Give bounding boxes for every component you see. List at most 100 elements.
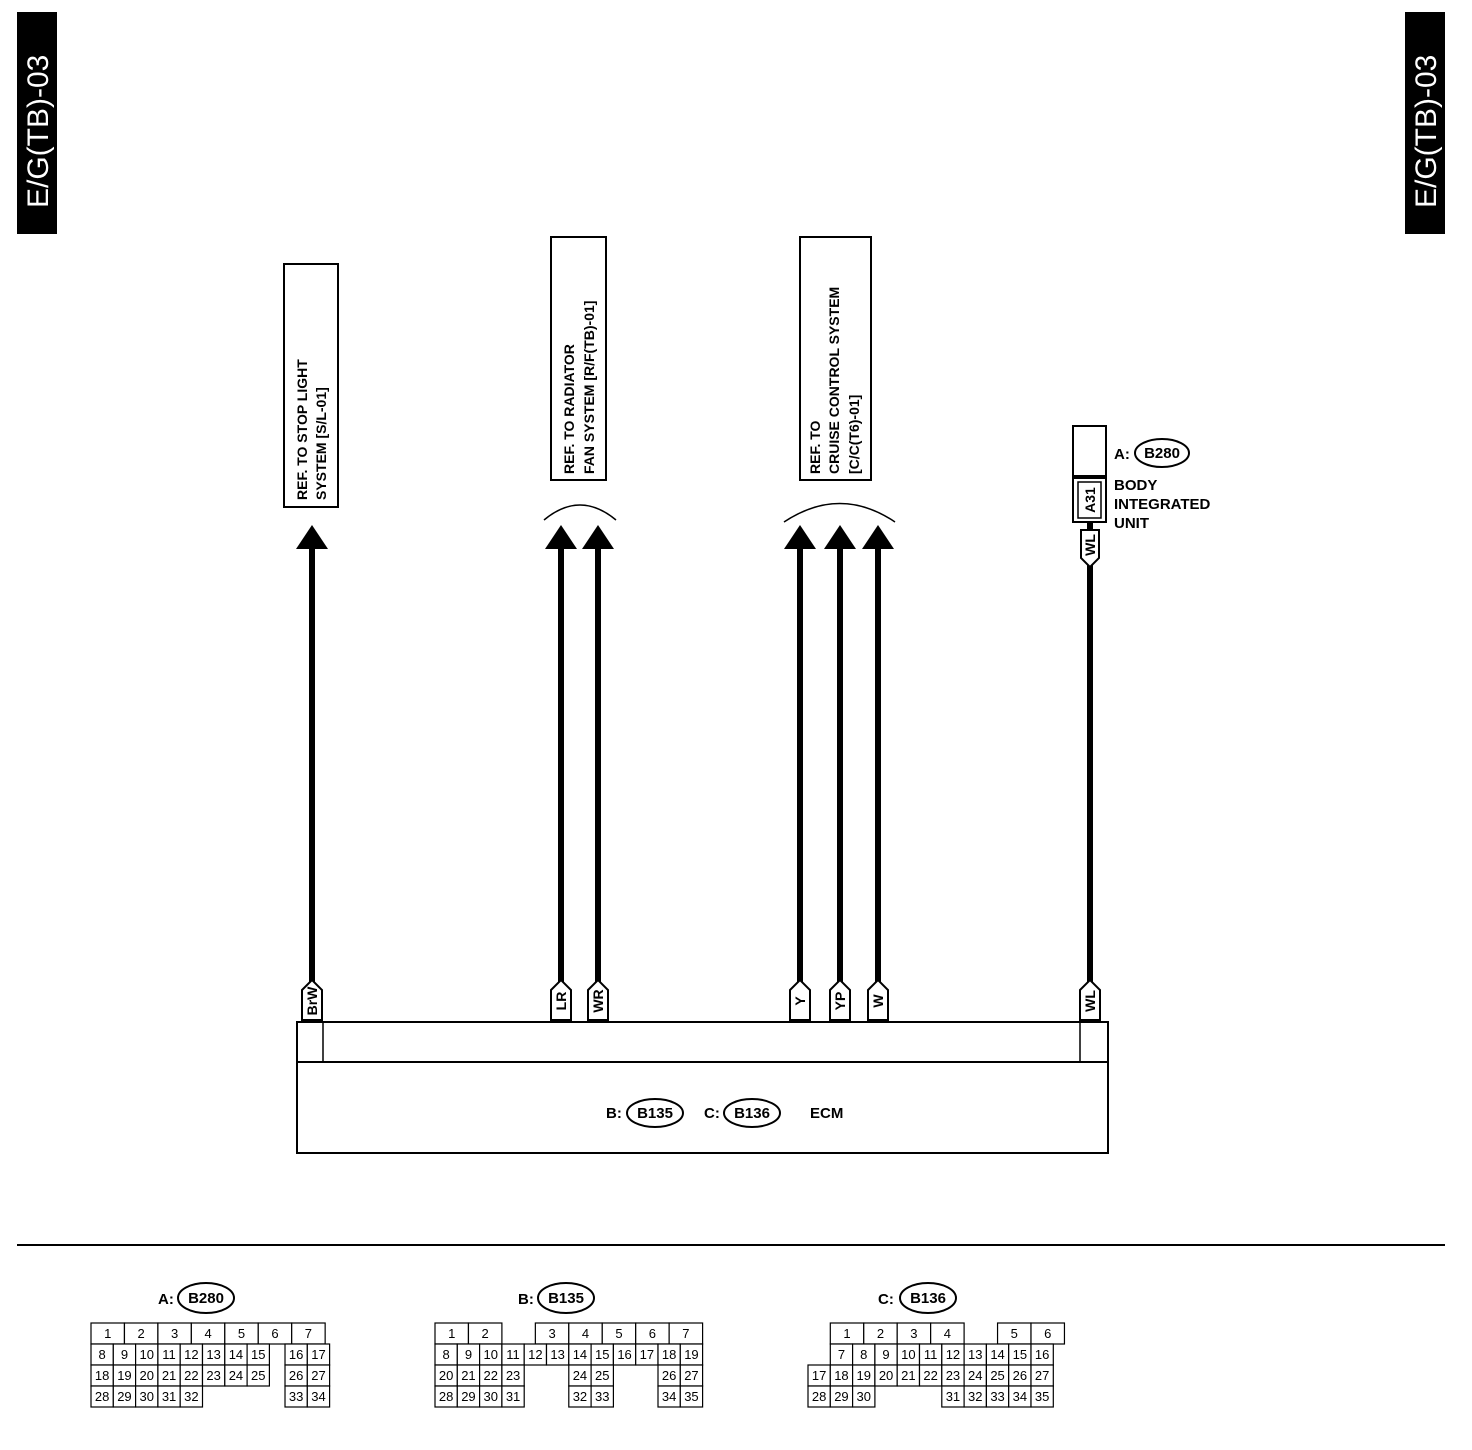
ref-cruise-line2: CRUISE CONTROL SYSTEM: [826, 287, 842, 474]
pin-number: 34: [662, 1389, 676, 1404]
body-unit-wire-color: WL: [1082, 534, 1098, 556]
pin-cell: 33: [590, 1385, 614, 1408]
pin-cell: 17: [306, 1343, 331, 1366]
pin-cell: 20: [434, 1364, 458, 1387]
pin-cell: 11: [501, 1343, 525, 1366]
pin-cell: 24: [963, 1364, 987, 1387]
pin-cell: 28: [90, 1385, 114, 1408]
pin-number: 25: [990, 1368, 1004, 1383]
pin-cell: 13: [545, 1343, 570, 1366]
pin-number: 31: [946, 1389, 960, 1404]
pin-cell: 20: [135, 1364, 159, 1387]
wire-c13: WC13: [862, 525, 894, 1061]
pin-number: 2: [138, 1326, 145, 1341]
pin-cell: 9: [874, 1343, 898, 1366]
pin-number: 30: [857, 1389, 871, 1404]
pin-cell: 12: [523, 1343, 548, 1366]
arrow-head-c12: [824, 525, 856, 549]
wire-label-body-unit-top: WL: [1080, 529, 1100, 569]
body-unit-connector-oval: [1134, 438, 1190, 468]
pin-number: 12: [184, 1347, 198, 1362]
pin-number: 33: [595, 1389, 609, 1404]
arrow-head-c13: [862, 525, 894, 549]
pin-cell: 19: [851, 1364, 876, 1387]
pin-number: 29: [461, 1389, 475, 1404]
pin-number: 15: [595, 1347, 609, 1362]
pin-cell: 2: [467, 1322, 503, 1345]
pin-cell: 2: [123, 1322, 159, 1345]
pin-number: 4: [944, 1326, 951, 1341]
pin-cell: 5: [601, 1322, 637, 1345]
pin-cell: 34: [657, 1385, 681, 1408]
wire-color-tag-c12: YP: [829, 978, 851, 1021]
pin-cell: 1: [90, 1322, 126, 1345]
pin-cell: 31: [941, 1385, 965, 1408]
pin-cell: 2: [863, 1322, 898, 1345]
pin-cell: 18: [829, 1364, 854, 1387]
pin-cell: 18: [90, 1364, 114, 1387]
pin-cell: 6: [257, 1322, 293, 1345]
pin-number: 30: [484, 1389, 498, 1404]
ref-box-stop-light: REF. TO STOP LIGHT SYSTEM [S/L-01]: [283, 263, 339, 508]
pin-cell: 11: [918, 1343, 943, 1366]
pin-number: 23: [206, 1368, 220, 1383]
pin-number: 1: [843, 1326, 850, 1341]
pin-number: 18: [662, 1347, 676, 1362]
pin-number: 1: [104, 1326, 111, 1341]
arrow-head-b12: [582, 525, 614, 549]
arrow-head-b11: [545, 525, 577, 549]
pin-number: 14: [990, 1347, 1004, 1362]
ecm-label: ECM: [810, 1105, 843, 1122]
pin-cell: 26: [284, 1364, 308, 1387]
pin-cell: 30: [851, 1385, 876, 1408]
pin-cell: 10: [479, 1343, 503, 1366]
pin-cell: 24: [568, 1364, 592, 1387]
pin-cell: 35: [679, 1385, 704, 1408]
pin-number: 2: [482, 1326, 489, 1341]
pin-number: 7: [682, 1326, 689, 1341]
pin-number: 8: [860, 1347, 867, 1362]
pin-number: 30: [140, 1389, 154, 1404]
pin-number: 35: [684, 1389, 698, 1404]
cruise-wire-group-arc: [783, 502, 896, 523]
pin-cell: 12: [179, 1343, 204, 1366]
pin-cell: 25: [985, 1364, 1010, 1387]
wire-color-tag-c3: BrW: [301, 978, 323, 1021]
pin-number: 20: [439, 1368, 453, 1383]
wire-color-b25: WL: [1082, 990, 1098, 1012]
connector-view-prefix: A:: [158, 1291, 174, 1308]
pin-cell: 3: [896, 1322, 932, 1345]
pin-cell: 28: [434, 1385, 458, 1408]
pin-number: 27: [684, 1368, 698, 1383]
ecm-connector-c-prefix: C:: [704, 1105, 720, 1122]
ecm-connector-b-oval: [626, 1098, 684, 1128]
pin-cell: 11: [157, 1343, 181, 1366]
pin-number: 34: [311, 1389, 325, 1404]
pin-cell: 16: [612, 1343, 637, 1366]
ecm-connector-b-prefix: B:: [606, 1105, 622, 1122]
pin-cell: 10: [135, 1343, 159, 1366]
pin-number: 17: [640, 1347, 654, 1362]
pin-number: 6: [271, 1326, 278, 1341]
ref-box-cruise-control: REF. TO CRUISE CONTROL SYSTEM [C/C(T6)-0…: [799, 236, 872, 481]
pin-cell: 3: [157, 1322, 192, 1345]
pin-number: 22: [484, 1368, 498, 1383]
wires: BrWC3LRB11WRB12YC15YPC12WC13WLB25: [296, 525, 1102, 1061]
pin-cell: 26: [657, 1364, 681, 1387]
pin-number: 25: [595, 1368, 609, 1383]
pin-cell: 25: [246, 1364, 271, 1387]
pin-number: 20: [879, 1368, 893, 1383]
pin-cell: 29: [456, 1385, 481, 1408]
pin-cell: 1: [434, 1322, 470, 1345]
pin-number: 28: [812, 1389, 826, 1404]
pin-cell: 9: [456, 1343, 481, 1366]
pin-number: 16: [289, 1347, 303, 1362]
pin-cell: 12: [941, 1343, 965, 1366]
ref-stop-light-line2: SYSTEM [S/L-01]: [313, 387, 329, 500]
pin-number: 8: [99, 1347, 106, 1362]
pin-number: 33: [990, 1389, 1004, 1404]
pin-cell: 8: [90, 1343, 114, 1366]
pin-number: 11: [924, 1347, 938, 1362]
pin-number: 29: [834, 1389, 848, 1404]
